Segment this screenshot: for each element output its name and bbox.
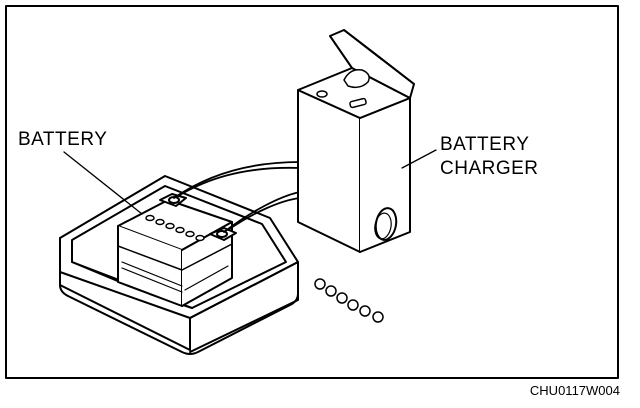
- battery: [117, 193, 237, 307]
- charger-label-line1: BATTERY: [440, 134, 530, 155]
- loose-clips: [314, 278, 384, 323]
- leader-lines: [63, 149, 437, 215]
- battery-leader-line: [63, 151, 143, 215]
- battery-charger-label: BATTERY CHARGER: [440, 133, 539, 181]
- battery-charger: [297, 29, 415, 253]
- battery-label: BATTERY: [18, 129, 108, 150]
- charger-cables: [173, 161, 301, 233]
- charger-leader-line: [401, 149, 437, 169]
- figure-code: CHU0117W004: [529, 383, 620, 398]
- figure-border: [5, 5, 619, 379]
- charger-label-line2: CHARGER: [440, 158, 539, 179]
